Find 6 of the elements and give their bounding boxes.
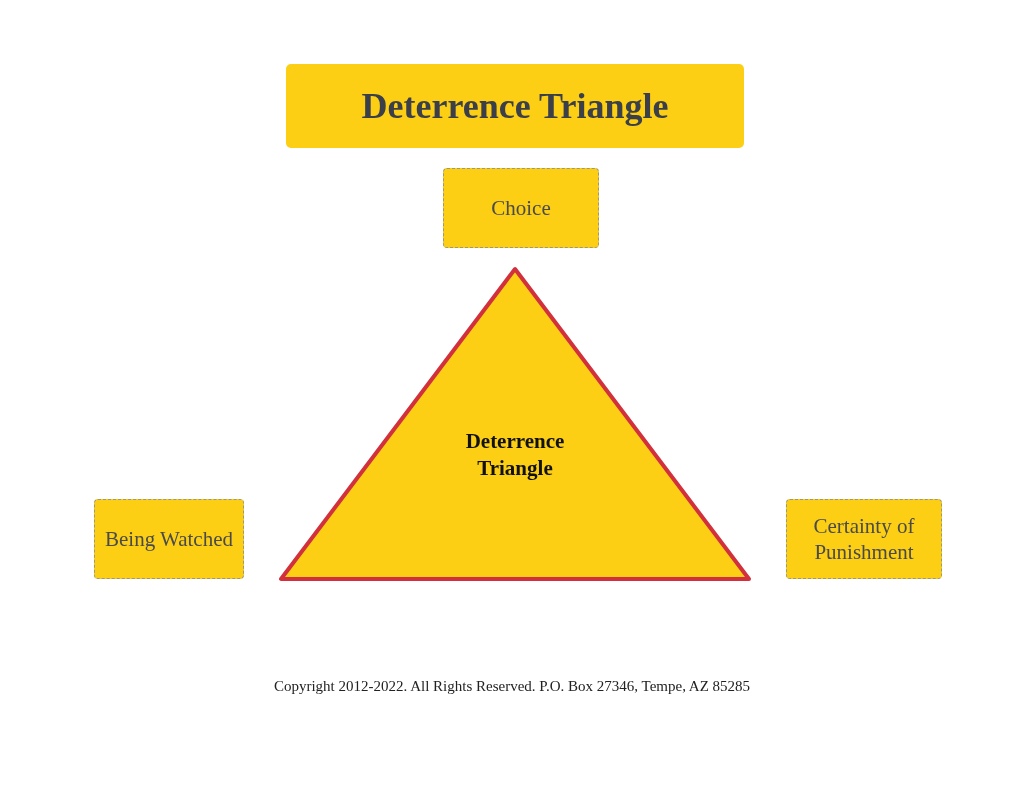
dashed-box: Being Watched [94,499,244,579]
title-banner: Deterrence Triangle [286,64,744,148]
triangle-label: Deterrence Triangle [464,428,566,483]
copyright-note: Copyright 2012-2022. All Rights Reserved. P.O. Box 27346, Tempe, AZ 85285 [273,678,751,695]
dashed-box: Certainty of Punishment [786,499,942,579]
dashed-box: Choice [443,168,599,248]
